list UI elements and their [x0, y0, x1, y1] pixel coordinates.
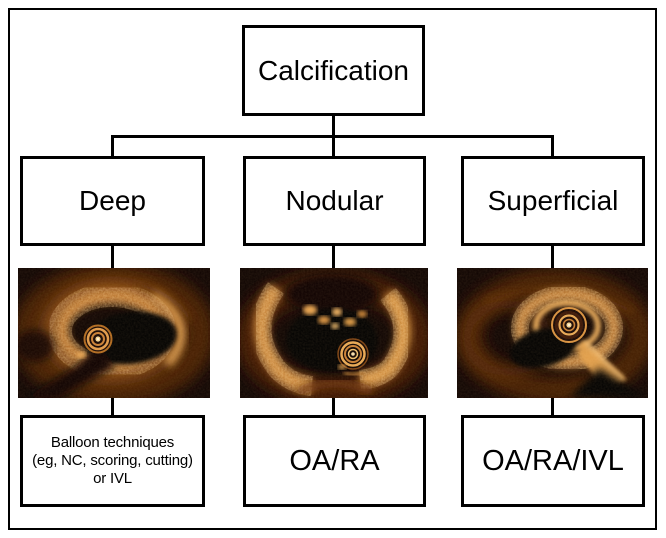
connector-superficial-to-image	[551, 246, 554, 268]
treatment-box-deep: Balloon techniques (eg, NC, scoring, cut…	[20, 415, 205, 507]
calcification-root-box: Calcification	[242, 25, 425, 116]
oct-image-superficial-calcification	[457, 268, 648, 398]
treatment-label-nodular: OA/RA	[289, 444, 380, 477]
category-label-nodular: Nodular	[285, 185, 384, 216]
connector-deep-top	[111, 137, 114, 156]
category-box-nodular: Nodular	[243, 156, 426, 246]
connector-superficial-to-treatment	[551, 398, 554, 415]
connector-superficial-top	[551, 137, 554, 156]
oct-nodular-illustration	[240, 268, 428, 398]
connector-nodular-to-treatment	[332, 398, 335, 415]
treatment-label-deep: Balloon techniques (eg, NC, scoring, cut…	[32, 433, 193, 488]
connector-deep-to-treatment	[111, 398, 114, 415]
oct-deep-illustration	[18, 268, 210, 398]
oct-image-deep-calcification	[18, 268, 210, 398]
category-box-deep: Deep	[20, 156, 205, 246]
category-box-superficial: Superficial	[461, 156, 645, 246]
treatment-box-nodular: OA/RA	[243, 415, 426, 507]
oct-image-nodular-calcification	[240, 268, 428, 398]
oct-superficial-illustration	[457, 268, 648, 398]
treatment-label-superficial: OA/RA/IVL	[482, 444, 624, 477]
connector-horizontal	[111, 135, 554, 138]
connector-root-vertical	[332, 116, 335, 137]
calcification-label: Calcification	[258, 54, 409, 86]
connector-nodular-to-image	[332, 246, 335, 268]
connector-nodular-top	[332, 137, 335, 156]
connector-deep-to-image	[111, 246, 114, 268]
category-label-superficial: Superficial	[487, 185, 619, 216]
figure-border	[8, 8, 657, 530]
treatment-box-superficial: OA/RA/IVL	[461, 415, 645, 507]
category-label-deep: Deep	[79, 185, 146, 216]
